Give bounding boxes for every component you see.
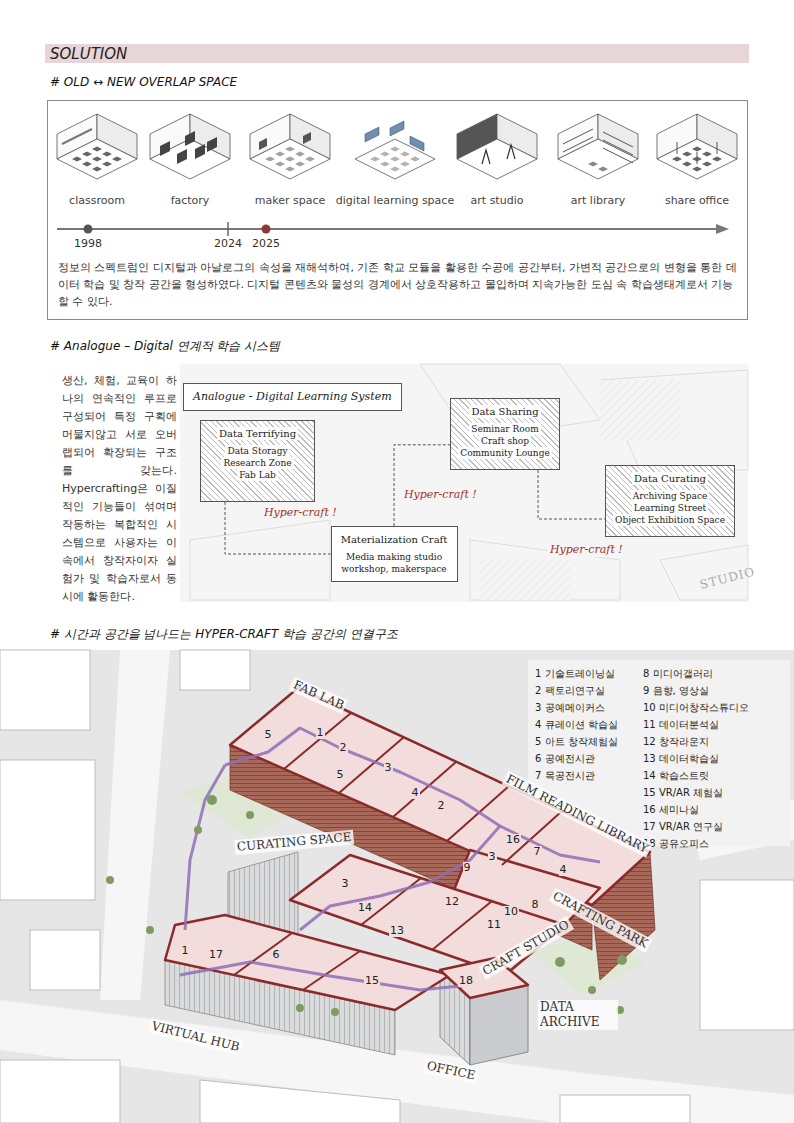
key-item: 14 학습스트릿 [643, 769, 709, 782]
section-heading: # Analogue – Digital 연계적 학습 시스템 [50, 338, 280, 354]
callout-number: 14 [357, 902, 373, 914]
callout-number: 1 [316, 727, 325, 739]
box-heading: 정보의 스펙트럼인 디지털과 아날로그의 속성을 재해석하여, 기존 학교 모듈… [58, 259, 738, 310]
callout-number: 11 [486, 919, 502, 931]
key-item: 15 VR/AR 체험실 [643, 786, 723, 799]
callout-number: 8 [531, 899, 540, 911]
key-item: 10 미디어창작스튜디오 [643, 701, 749, 714]
box-text: Media making studio [344, 551, 444, 563]
key-item: 7 목공전시관 [535, 769, 595, 782]
key-item: 8 미디어갤러리 [643, 667, 713, 680]
key-item: 2 팩토리연구실 [535, 684, 605, 697]
space-caption: art studio [471, 194, 524, 208]
box-text: Archiving Space [631, 490, 710, 502]
space-caption: share office [665, 194, 729, 208]
space-caption: factory [171, 194, 210, 208]
callout-number: 2 [339, 742, 348, 754]
callout-number: 18 [458, 975, 474, 987]
page-title: SOLUTION [50, 45, 127, 64]
callout-number: 16 [505, 834, 521, 846]
space-caption: art library [571, 194, 625, 208]
box-text: Data Storagy [225, 445, 289, 457]
process-box: Data TerrifyingData StoragyResearch Zone… [200, 420, 315, 502]
process-box: Data CuratingArchiving SpaceLearning Str… [605, 465, 735, 537]
key-item: 4 큐레이션 학습실 [535, 718, 618, 731]
key-item: 18 공유오피스 [643, 837, 709, 850]
key-item: 1 기술트레이닝실 [535, 667, 615, 680]
dashed-connector [538, 470, 605, 519]
key-item: 6 공예전시관 [535, 752, 595, 765]
callout-number: 17 [208, 949, 224, 961]
box-heading: Data Terrifying [217, 427, 298, 440]
edge-label: Hyper-craft ! [262, 506, 339, 520]
key-item: 11 데이터분석실 [643, 718, 719, 731]
callout-number: 5 [264, 729, 273, 741]
year-label: 2024 [214, 237, 242, 251]
year-label: 2025 [252, 237, 280, 251]
callout-number: 2 [437, 800, 446, 812]
box-heading: Materialization Craft [339, 533, 450, 546]
callout-number: 6 [272, 949, 281, 961]
callout-number: 4 [559, 864, 568, 876]
key-item: 5 아트 창작체험실 [535, 735, 618, 748]
box-text: Object Exhibition Space [613, 514, 727, 526]
callout-number: 7 [533, 846, 542, 858]
callout-number: 3 [488, 851, 497, 863]
box-text: Fab Lab [237, 469, 278, 481]
key-item: 3 공예메이커스 [535, 701, 605, 714]
callout-number: 3 [341, 878, 350, 890]
callout-number: 12 [444, 896, 460, 908]
callout-number: 3 [384, 762, 393, 774]
box-text: Learning Street [632, 502, 708, 514]
process-box: Data SharingSeminar RoomCraft shopCommun… [450, 398, 560, 470]
process-box: Materialization CraftMedia making studio… [331, 526, 458, 582]
dashed-connector [394, 445, 450, 526]
space-caption: maker space [255, 194, 326, 208]
system-tag: Analogue - Digital Learning System [183, 383, 402, 411]
section-heading: # 시간과 공간을 넘나드는 HYPER-CRAFT 학습 공간의 연결구조 [50, 626, 398, 642]
box-text: Community Lounge [458, 447, 551, 459]
zone-name: DATA ARCHIVE [538, 1000, 618, 1030]
callout-number: 4 [411, 787, 420, 799]
body-text: 생산, 체험, 교육이 하나의 연속적인 루프로 구성되어 특정 구획에 머물지… [62, 372, 177, 606]
callout-number: 10 [503, 906, 519, 918]
callout-number: 15 [364, 975, 380, 987]
box-text: workshop, makerspace [339, 563, 448, 575]
callout-number: 13 [389, 925, 405, 937]
box-text: Seminar Room [469, 423, 540, 435]
key-item: 12 창작라운지 [643, 735, 709, 748]
callout-number: 5 [336, 769, 345, 781]
space-caption: classroom [69, 194, 125, 208]
info-panel: 정보의 스펙트럼인 디지털과 아날로그의 속성을 재해석하여, 기존 학교 모듈… [47, 100, 748, 320]
box-heading: Data Curating [632, 472, 708, 485]
box-text: Craft shop [479, 435, 531, 447]
year-label: 1998 [74, 237, 102, 251]
edge-label: Hyper-craft ! [402, 488, 479, 502]
key-item: 17 VR/AR 연구실 [643, 820, 723, 833]
key-item: 13 데이터학습실 [643, 752, 719, 765]
box-text: Research Zone [221, 457, 293, 469]
space-caption: digital learning space [336, 194, 454, 208]
key-item: 9 음향, 영상실 [643, 684, 709, 697]
callout-number: 9 [463, 862, 472, 874]
callout-number: 1 [181, 945, 190, 957]
edge-label: Hyper-craft ! [548, 543, 625, 557]
box-heading: Analogue - Digital Learning System [191, 390, 394, 404]
key-item: 16 세미나실 [643, 803, 699, 816]
box-heading: Data Sharing [469, 405, 540, 418]
section-heading: # OLD ↔ NEW OVERLAP SPACE [50, 74, 237, 90]
